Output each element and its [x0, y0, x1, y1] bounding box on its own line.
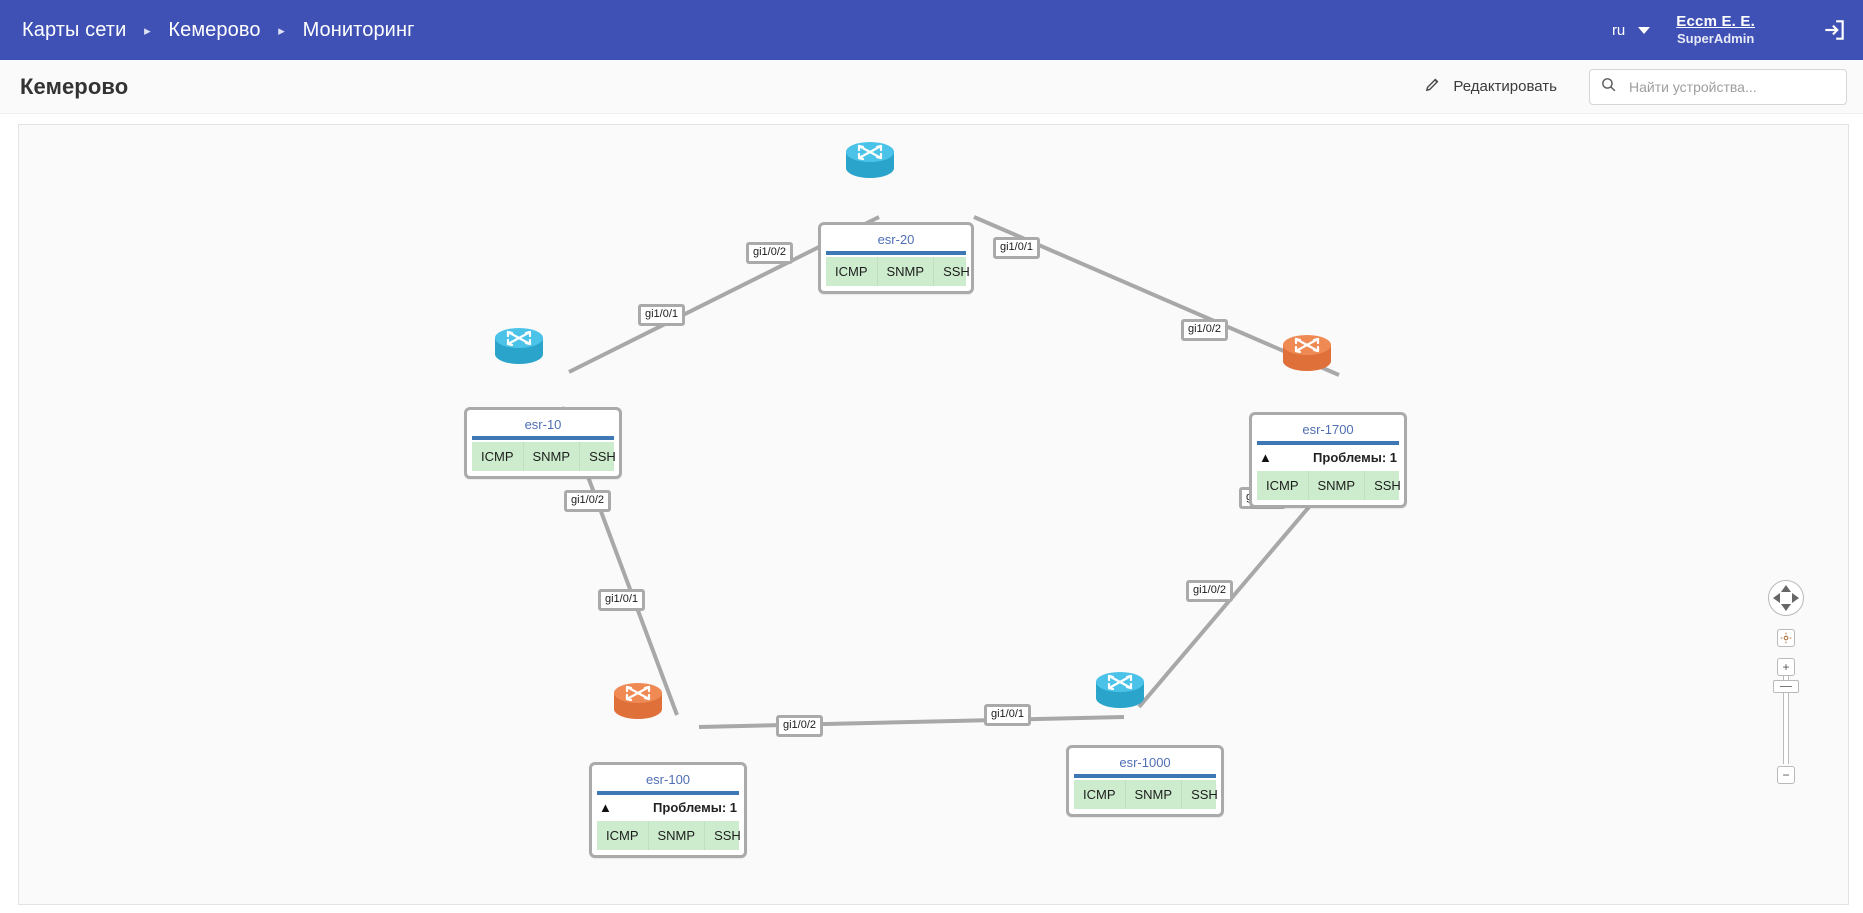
service-status-icmp[interactable]: ICMP: [1257, 471, 1309, 500]
breadcrumb-item-kemerovo[interactable]: Кемерово: [168, 18, 261, 41]
device-card-divider: [1074, 774, 1216, 778]
warning-triangle-icon: ▲: [599, 800, 612, 815]
map-controls: + −: [1768, 580, 1804, 784]
service-status-snmp[interactable]: SNMP: [524, 442, 581, 471]
service-status-icmp[interactable]: ICMP: [1074, 780, 1126, 809]
zoom-in-button[interactable]: +: [1777, 658, 1795, 676]
device-name: esr-100: [645, 772, 691, 787]
link-interface-label[interactable]: gi1/0/1: [638, 304, 686, 326]
device-card-divider: [597, 791, 739, 795]
router-icon[interactable]: [1276, 328, 1338, 376]
device-name: esr-1700: [1302, 422, 1354, 437]
link-interface-label[interactable]: gi1/0/1: [984, 704, 1032, 726]
topology-link[interactable]: [1137, 505, 1311, 709]
page-title: Кемерово: [20, 73, 129, 99]
link-interface-label[interactable]: gi1/0/1: [598, 589, 646, 611]
service-status-icmp[interactable]: ICMP: [472, 442, 524, 471]
service-status-ssh[interactable]: SSH: [714, 828, 741, 843]
breadcrumb-separator-icon: ▸: [144, 22, 151, 38]
topology-canvas[interactable]: gi1/0/2 gi1/0/1 gi1/0/1 gi1/0/2 gi1/0/2 gi1/0…: [18, 124, 1849, 905]
service-status-ssh[interactable]: SSH: [943, 264, 970, 279]
zoom-slider[interactable]: [1773, 676, 1799, 764]
edit-button-label: Редактировать: [1453, 78, 1557, 95]
router-icon[interactable]: [488, 321, 550, 369]
link-interface-label[interactable]: gi1/0/1: [993, 237, 1041, 259]
breadcrumb-separator-icon: ▸: [278, 22, 285, 38]
service-status-snmp[interactable]: SNMP: [1126, 780, 1183, 809]
problem-count-label: Проблемы: 1: [653, 800, 737, 815]
router-icon[interactable]: [839, 135, 901, 183]
chevron-down-icon: [1638, 26, 1651, 34]
router-icon[interactable]: [607, 676, 669, 724]
router-icon[interactable]: [1089, 665, 1151, 713]
device-problem-row[interactable]: ▲ Проблемы: 1: [1257, 445, 1399, 469]
service-status-snmp[interactable]: SNMP: [1309, 471, 1366, 500]
pencil-icon: [1424, 76, 1441, 97]
service-status-icmp[interactable]: ICMP: [597, 821, 649, 850]
topbar-right-cluster: ru Eccm E. E. SuperAdmin: [1608, 13, 1847, 47]
pan-compass-icon[interactable]: [1768, 580, 1804, 616]
device-name: esr-20: [877, 232, 915, 247]
service-status-ssh[interactable]: SSH: [589, 449, 616, 464]
device-card-divider: [472, 436, 614, 440]
service-status-snmp[interactable]: SNMP: [649, 821, 706, 850]
page-header: Кемерово Редактировать: [0, 60, 1863, 114]
service-status-snmp[interactable]: SNMP: [878, 257, 935, 286]
problem-count-label: Проблемы: 1: [1313, 450, 1397, 465]
device-card-divider: [1257, 441, 1399, 445]
topology-link[interactable]: [698, 715, 1125, 729]
breadcrumb: Карты сети ▸ Кемерово ▸ Мониторинг: [18, 17, 418, 44]
device-problem-row[interactable]: ▲ Проблемы: 1: [597, 795, 739, 819]
service-status-icmp[interactable]: ICMP: [826, 257, 878, 286]
device-name: esr-1000: [1119, 755, 1171, 770]
zoom-slider-handle[interactable]: [1773, 680, 1799, 693]
device-card-divider: [826, 251, 966, 255]
service-status-ssh[interactable]: SSH: [1191, 787, 1218, 802]
service-status-ssh[interactable]: SSH: [1374, 478, 1401, 493]
warning-triangle-icon: ▲: [1259, 450, 1272, 465]
edit-button[interactable]: Редактировать: [1414, 70, 1567, 103]
device-name: esr-10: [524, 417, 562, 432]
breadcrumb-item-network-maps[interactable]: Карты сети: [22, 18, 127, 41]
link-interface-label[interactable]: gi1/0/2: [564, 490, 612, 512]
search-icon: [1600, 76, 1617, 98]
fit-to-screen-icon[interactable]: [1777, 629, 1795, 647]
search-input[interactable]: [1627, 77, 1836, 96]
user-name[interactable]: Eccm E. E.: [1676, 12, 1755, 30]
language-selector[interactable]: ru: [1608, 16, 1654, 45]
user-info[interactable]: Eccm E. E. SuperAdmin: [1676, 13, 1755, 47]
top-navigation-bar: Карты сети ▸ Кемерово ▸ Мониторинг ru Ec…: [0, 0, 1863, 60]
page-header-actions: Редактировать: [1414, 68, 1847, 105]
search-box[interactable]: [1589, 68, 1847, 105]
language-label: ru: [1611, 21, 1626, 39]
logout-icon[interactable]: [1821, 17, 1847, 43]
user-role: SuperAdmin: [1676, 31, 1755, 47]
link-interface-label[interactable]: gi1/0/2: [776, 715, 824, 737]
link-interface-label[interactable]: gi1/0/2: [746, 242, 794, 264]
link-interface-label[interactable]: gi1/0/2: [1186, 580, 1234, 602]
breadcrumb-item-monitoring[interactable]: Мониторинг: [302, 18, 415, 41]
link-interface-label[interactable]: gi1/0/2: [1181, 319, 1229, 341]
zoom-out-button[interactable]: −: [1777, 766, 1795, 784]
